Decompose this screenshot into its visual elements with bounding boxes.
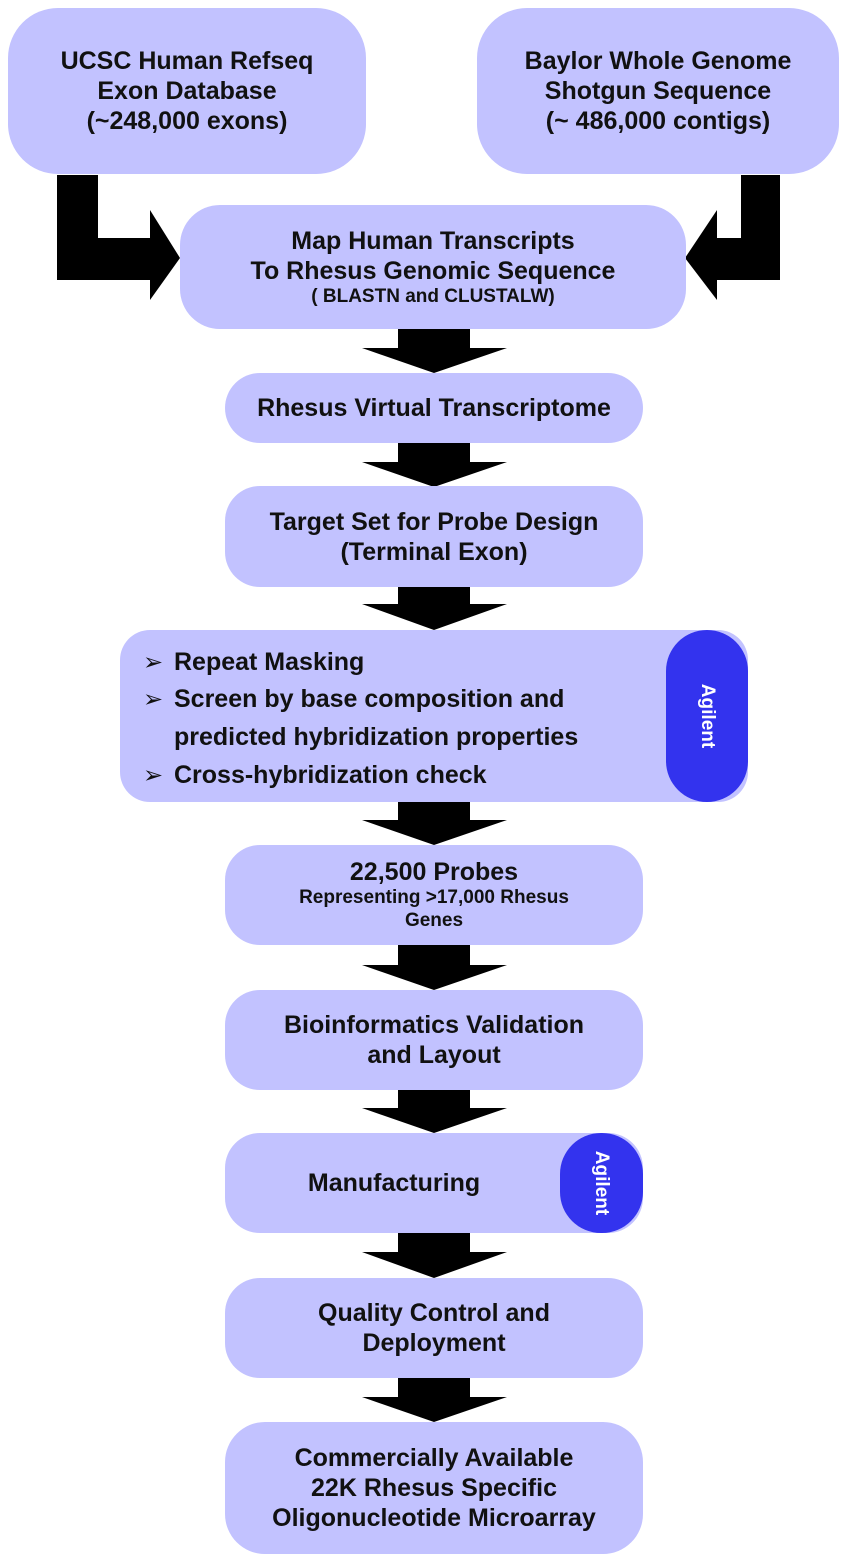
- target-line-1: Target Set for Probe Design: [269, 507, 599, 536]
- bullet-arrow-icon: ➢: [142, 686, 164, 713]
- screen-item-text: Screen by base composition and: [174, 685, 565, 713]
- final-microarray-box: Commercially Available 22K Rhesus Specif…: [225, 1422, 643, 1554]
- final-line-2: 22K Rhesus Specific: [311, 1474, 557, 1502]
- probe-screening-box: ➢ Repeat Masking ➢ Screen by base compos…: [120, 630, 748, 802]
- bullet-arrow-icon: ➢: [142, 649, 164, 676]
- map-line-1: Map Human Transcripts: [291, 226, 575, 255]
- probes-title: 22,500 Probes: [349, 858, 519, 887]
- validation-box: Bioinformatics Validation and Layout: [225, 990, 643, 1090]
- screen-item-2-continued: predicted hybridization properties: [174, 723, 578, 752]
- final-line-3: Oligonucleotide Microarray: [272, 1504, 596, 1532]
- screen-item-text: Repeat Masking: [174, 648, 365, 676]
- baylor-line-1: Baylor Whole Genome: [524, 47, 792, 75]
- map-subtitle: ( BLASTN and CLUSTALW): [311, 285, 555, 307]
- quality-control-box: Quality Control and Deployment: [225, 1278, 643, 1378]
- screen-item-2: ➢ Screen by base composition and: [132, 685, 564, 714]
- bullet-arrow-icon: ➢: [142, 762, 164, 789]
- screen-item-3: ➢ Cross-hybridization check: [132, 761, 487, 790]
- ucsc-line-1: UCSC Human Refseq: [60, 47, 314, 75]
- probes-sub-1: Representing >17,000 Rhesus: [299, 887, 569, 909]
- baylor-line-2: Shotgun Sequence: [544, 77, 772, 105]
- map-transcripts-box: Map Human Transcripts To Rhesus Genomic …: [180, 205, 686, 329]
- screen-item-text: predicted hybridization properties: [174, 723, 579, 751]
- qc-line-1: Quality Control and: [318, 1299, 550, 1327]
- ucsc-line-2: Exon Database: [97, 77, 277, 105]
- probes-sub-2: Genes: [404, 910, 464, 931]
- baylor-genome-box: Baylor Whole Genome Shotgun Sequence (~ …: [477, 8, 839, 174]
- map-line-2: To Rhesus Genomic Sequence: [250, 256, 616, 285]
- manufacturing-label: Manufacturing: [307, 1169, 481, 1197]
- screen-item-text: Cross-hybridization check: [174, 761, 487, 789]
- agilent-badge-large: Agilent: [666, 630, 748, 802]
- ucsc-exon-database-box: UCSC Human Refseq Exon Database (~248,00…: [8, 8, 366, 174]
- validation-line-2: and Layout: [367, 1041, 501, 1069]
- screen-item-1: ➢ Repeat Masking: [132, 648, 364, 677]
- virtual-line-1: Rhesus Virtual Transcriptome: [257, 394, 611, 422]
- probes-box: 22,500 Probes Representing >17,000 Rhesu…: [225, 845, 643, 945]
- manufacturing-box: Manufacturing Agilent: [225, 1133, 643, 1233]
- agilent-badge-small: Agilent: [560, 1133, 643, 1233]
- validation-line-1: Bioinformatics Validation: [283, 1011, 585, 1039]
- baylor-line-3: (~ 486,000 contigs): [545, 107, 771, 135]
- final-line-1: Commercially Available: [294, 1444, 574, 1472]
- ucsc-line-3: (~248,000 exons): [86, 107, 288, 135]
- target-set-box: Target Set for Probe Design (Terminal Ex…: [225, 486, 643, 587]
- target-line-2: (Terminal Exon): [340, 537, 528, 566]
- qc-line-2: Deployment: [362, 1329, 506, 1357]
- virtual-transcriptome-box: Rhesus Virtual Transcriptome: [225, 373, 643, 443]
